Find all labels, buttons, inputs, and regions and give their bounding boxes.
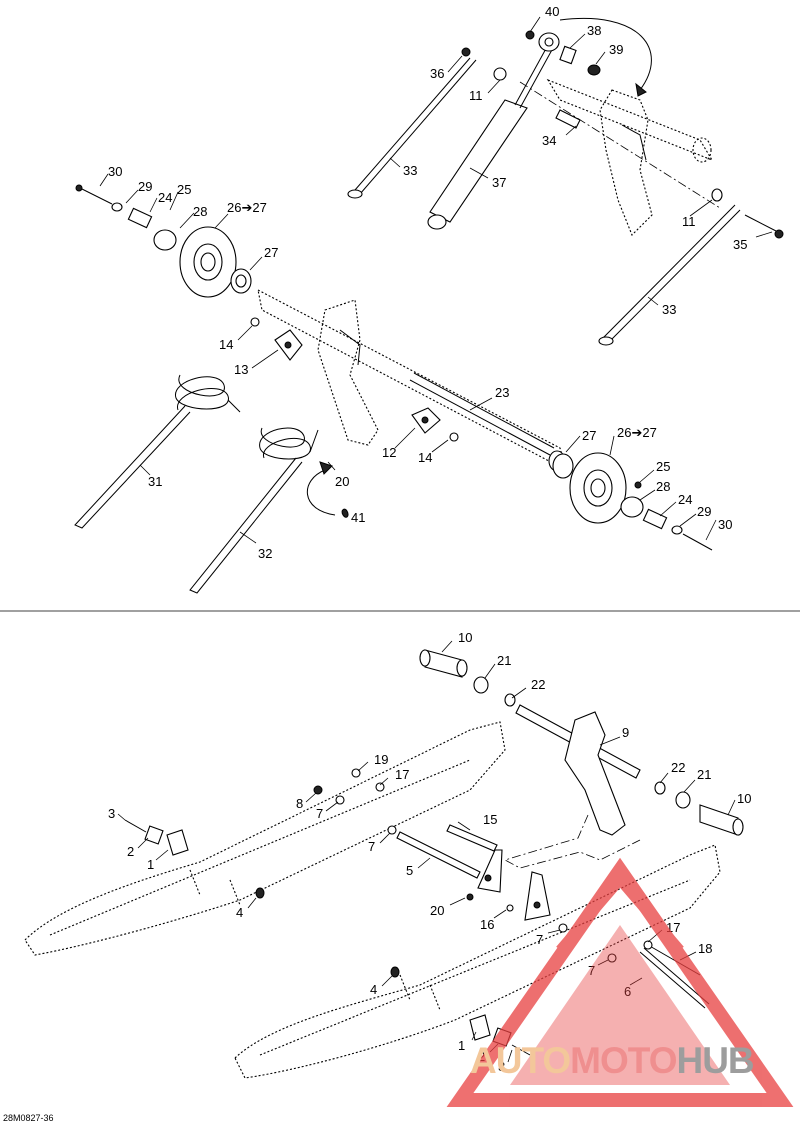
callout: 9 — [622, 725, 629, 740]
callout: 29 — [138, 179, 152, 194]
fasteners — [124, 768, 653, 1056]
callout: 26➔27 — [617, 425, 657, 440]
callout: 24 — [158, 190, 172, 205]
callout: 25 — [177, 182, 191, 197]
callout: 16 — [480, 917, 494, 932]
callout: 22 — [531, 677, 545, 692]
callout: 22 — [671, 760, 685, 775]
callout: 7 — [588, 963, 595, 978]
grease-arrow — [307, 461, 349, 518]
brackets — [250, 317, 459, 442]
callout: 1 — [147, 857, 154, 872]
figure-reference-code: 28M0827-36 — [3, 1113, 54, 1123]
callout: 34 — [542, 133, 556, 148]
watermark-part-2: MOTO — [570, 1040, 677, 1081]
callout: 21 — [697, 767, 711, 782]
callout: 35 — [733, 237, 747, 252]
bracket-plates — [477, 849, 551, 921]
rail-right — [234, 844, 721, 1079]
callout: 33 — [662, 302, 676, 317]
rail-left — [24, 721, 506, 956]
callout: 39 — [609, 42, 623, 57]
front-arm-rail-assembly: 10 21 22 9 22 21 10 19 17 8 7 15 3 2 1 7… — [24, 630, 751, 1079]
callout: 24 — [678, 492, 692, 507]
callout: 7 — [536, 932, 543, 947]
callout: 28 — [656, 479, 670, 494]
callout: 12 — [382, 445, 396, 460]
callout: 33 — [403, 163, 417, 178]
callout: 28 — [193, 204, 207, 219]
callout: 29 — [697, 504, 711, 519]
callout: 21 — [497, 653, 511, 668]
rear-arm-assembly: 40 38 39 36 11 34 33 37 11 35 33 30 29 2… — [74, 4, 784, 594]
idler-wheel-right — [552, 452, 713, 551]
callout: 3 — [498, 1059, 505, 1074]
callout: 41 — [351, 510, 365, 525]
callout: 36 — [430, 66, 444, 81]
callout: 32 — [258, 546, 272, 561]
callout: 10 — [458, 630, 472, 645]
cross-shafts — [396, 824, 710, 1009]
rods — [347, 47, 784, 346]
shock-absorber — [427, 18, 652, 230]
front-arm — [419, 649, 744, 869]
callout: 1 — [458, 1038, 465, 1053]
callout: 11 — [682, 214, 696, 229]
callout: 14 — [418, 450, 432, 465]
callout: 30 — [108, 164, 122, 179]
callout: 23 — [495, 385, 509, 400]
callout: 40 — [545, 4, 559, 19]
callout: 31 — [148, 474, 162, 489]
callout: 2 — [127, 844, 134, 859]
spring-right — [189, 427, 319, 594]
watermark-text: AUTOMOTOHUB — [470, 1040, 795, 1088]
callout: 30 — [718, 517, 732, 532]
callout: 38 — [587, 23, 601, 38]
callout: 20 — [430, 903, 444, 918]
callout: 17 — [395, 767, 409, 782]
callout: 11 — [469, 88, 483, 103]
callout: 6 — [624, 984, 631, 999]
callout: 2 — [478, 1049, 485, 1064]
callout-labels-top: 40 38 39 36 11 34 33 37 11 35 33 30 29 2… — [108, 4, 747, 561]
callout: 10 — [737, 791, 751, 806]
callout: 27 — [582, 428, 596, 443]
callout: 8 — [296, 796, 303, 811]
callout: 20 — [335, 474, 349, 489]
callout: 4 — [370, 982, 377, 997]
watermark-logo-icon — [446, 857, 794, 1107]
upper-arm — [519, 78, 721, 236]
grease-drop-icon — [341, 508, 349, 518]
callout: 5 — [406, 863, 413, 878]
callout: 18 — [698, 941, 712, 956]
watermark-part-3: HUB — [676, 1040, 754, 1081]
lower-arm — [257, 288, 567, 472]
callout: 7 — [316, 806, 323, 821]
callout: 7 — [368, 839, 375, 854]
callout: 19 — [374, 752, 388, 767]
watermark-part-1: AUTO — [470, 1040, 571, 1081]
callout: 27 — [264, 245, 278, 260]
callout: 26➔27 — [227, 200, 267, 215]
leader-lines-top — [99, 16, 773, 544]
callout: 4 — [236, 905, 243, 920]
callout: 15 — [483, 812, 497, 827]
callout: 25 — [656, 459, 670, 474]
callout: 3 — [108, 806, 115, 821]
spring-left — [74, 374, 241, 529]
idler-wheel-left — [75, 184, 252, 298]
callout: 14 — [219, 337, 233, 352]
callout: 37 — [492, 175, 506, 190]
callout: 13 — [234, 362, 248, 377]
